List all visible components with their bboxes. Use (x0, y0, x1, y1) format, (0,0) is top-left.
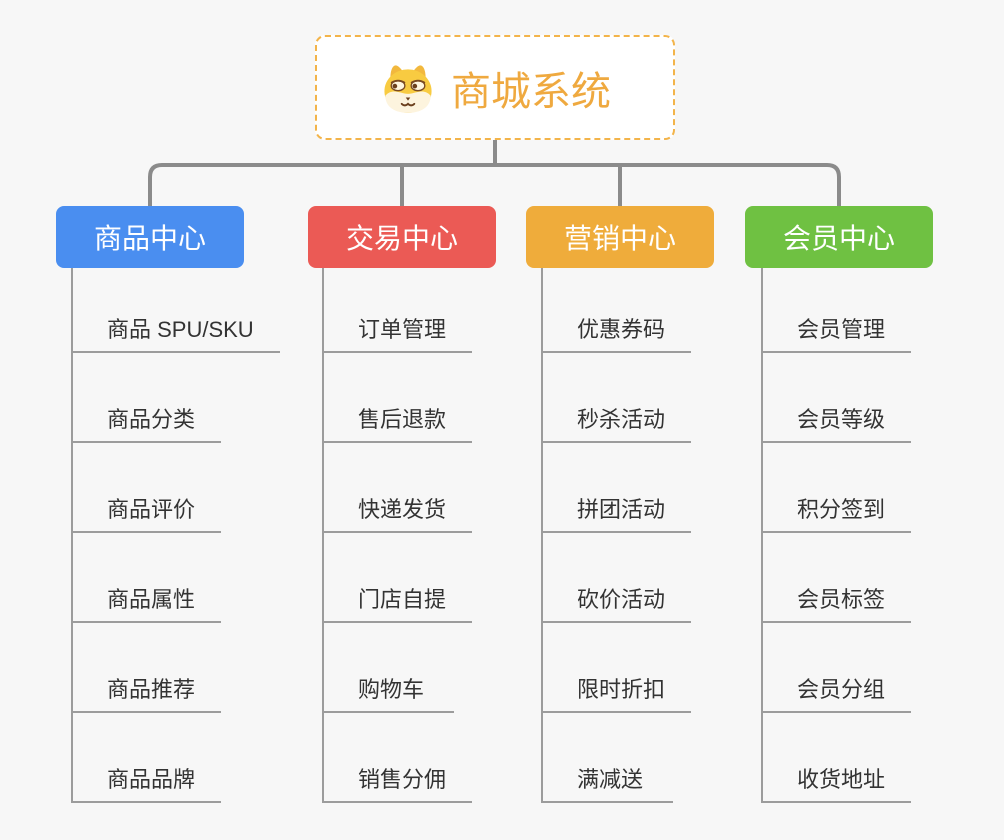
leaf-label: 商品属性 (107, 587, 196, 612)
leaf-label: 会员等级 (797, 407, 886, 432)
root-label: 商城系统 (451, 69, 611, 114)
branch-label: 营销中心 (563, 223, 676, 254)
leaf-label: 商品评价 (107, 497, 196, 522)
leaf-label: 砍价活动 (577, 587, 666, 612)
leaf-label: 会员分组 (797, 677, 886, 702)
leaf-node[interactable]: 商品分类 (73, 353, 222, 443)
dog-face-icon (384, 65, 432, 113)
leaf-node[interactable]: 会员标签 (763, 533, 912, 623)
leaf-label: 快递发货 (358, 497, 447, 522)
branch-label: 会员中心 (782, 223, 895, 254)
root-node[interactable]: 商城系统 (315, 35, 675, 140)
leaf-label: 商品分类 (107, 407, 196, 432)
branch-children-column-products: 商品 SPU/SKU 商品分类 商品评价 商品属性 商品推荐 商品品牌 (71, 268, 280, 803)
leaf-label: 秒杀活动 (577, 407, 666, 432)
leaf-node[interactable]: 秒杀活动 (543, 353, 692, 443)
branch-node-marketing[interactable]: 营销中心 (526, 206, 714, 268)
branch-node-trade[interactable]: 交易中心 (308, 206, 496, 268)
leaf-label: 商品推荐 (107, 677, 196, 702)
leaf-node[interactable]: 商品评价 (73, 443, 222, 533)
leaf-label: 订单管理 (358, 317, 447, 342)
branch-label: 交易中心 (345, 223, 458, 254)
leaf-label: 收货地址 (797, 767, 886, 792)
branch-children-column-trade: 订单管理 售后退款 快递发货 门店自提 购物车 销售分佣 (322, 268, 473, 803)
leaf-node[interactable]: 售后退款 (324, 353, 473, 443)
leaf-node[interactable]: 限时折扣 (543, 623, 692, 713)
leaf-node[interactable]: 会员管理 (763, 268, 912, 353)
leaf-node[interactable]: 收货地址 (763, 713, 912, 803)
connector-rail (148, 163, 841, 207)
branch-label: 商品中心 (93, 223, 206, 254)
leaf-label: 商品品牌 (107, 767, 196, 792)
leaf-node[interactable]: 门店自提 (324, 533, 473, 623)
leaf-label: 门店自提 (358, 587, 447, 612)
leaf-node[interactable]: 商品品牌 (73, 713, 222, 803)
leaf-node[interactable]: 会员等级 (763, 353, 912, 443)
leaf-node[interactable]: 购物车 (324, 623, 454, 713)
branch-node-products[interactable]: 商品中心 (56, 206, 244, 268)
leaf-node[interactable]: 订单管理 (324, 268, 473, 353)
leaf-node[interactable]: 商品属性 (73, 533, 222, 623)
leaf-label: 拼团活动 (577, 497, 666, 522)
leaf-label: 购物车 (358, 677, 425, 702)
leaf-node[interactable]: 满减送 (543, 713, 673, 803)
leaf-label: 会员标签 (797, 587, 886, 612)
leaf-node[interactable]: 拼团活动 (543, 443, 692, 533)
branch-children-column-members: 会员管理 会员等级 积分签到 会员标签 会员分组 收货地址 (761, 268, 912, 803)
leaf-label: 限时折扣 (577, 677, 666, 702)
leaf-label: 积分签到 (797, 497, 886, 522)
leaf-label: 会员管理 (797, 317, 886, 342)
leaf-node[interactable]: 商品 SPU/SKU (73, 268, 280, 353)
leaf-label: 销售分佣 (358, 767, 447, 792)
branch-children-column-marketing: 优惠券码 秒杀活动 拼团活动 砍价活动 限时折扣 满减送 (541, 268, 692, 803)
leaf-label: 满减送 (577, 767, 644, 792)
leaf-node[interactable]: 优惠券码 (543, 268, 692, 353)
branch-node-members[interactable]: 会员中心 (745, 206, 933, 268)
leaf-node[interactable]: 商品推荐 (73, 623, 222, 713)
leaf-node[interactable]: 快递发货 (324, 443, 473, 533)
leaf-node[interactable]: 会员分组 (763, 623, 912, 713)
leaf-node[interactable]: 积分签到 (763, 443, 912, 533)
leaf-node[interactable]: 砍价活动 (543, 533, 692, 623)
leaf-label: 优惠券码 (577, 317, 666, 342)
leaf-label: 商品 SPU/SKU (107, 317, 254, 342)
leaf-node[interactable]: 销售分佣 (324, 713, 473, 803)
leaf-label: 售后退款 (358, 407, 447, 432)
